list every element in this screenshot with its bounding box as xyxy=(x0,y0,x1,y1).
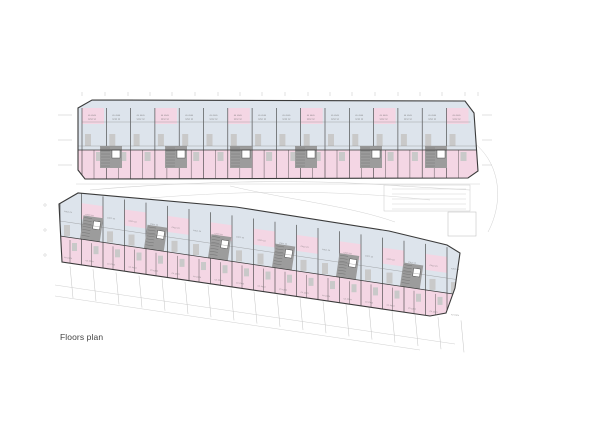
svg-text:▭▭ ▭: ▭▭ ▭ xyxy=(282,118,291,121)
core-lower xyxy=(271,243,296,271)
svg-text:▭ ▭▭: ▭ ▭▭ xyxy=(257,285,266,289)
core-lower xyxy=(79,215,104,243)
svg-text:▭ ▭▭: ▭ ▭▭ xyxy=(64,256,73,260)
svg-text:▭ ▭▭: ▭ ▭▭ xyxy=(137,114,146,117)
core-lower xyxy=(143,224,168,252)
svg-text:▭▭ ▭: ▭▭ ▭ xyxy=(428,118,437,121)
svg-text:▭▭ ▭: ▭▭ ▭ xyxy=(128,220,137,224)
upper-block-plan: ▭ ▭▭▭▭ ▭▭ ▭▭▭▭ ▭▭ ▭▭▭▭ ▭▭ ▭▭▭▭ ▭▭ ▭▭▭▭ ▭… xyxy=(77,99,479,180)
svg-text:▭▭ ▭: ▭▭ ▭ xyxy=(451,267,460,271)
svg-text:▭ ▭▭: ▭ ▭▭ xyxy=(429,310,438,314)
svg-text:▭▭ ▭: ▭▭ ▭ xyxy=(404,118,413,121)
svg-text:▭▭ ▭: ▭▭ ▭ xyxy=(234,118,243,121)
svg-text:▭▭ ▭: ▭▭ ▭ xyxy=(380,118,389,121)
svg-text:▭▭ ▭: ▭▭ ▭ xyxy=(307,118,316,121)
svg-text:▭▭ ▭: ▭▭ ▭ xyxy=(236,235,245,239)
svg-text:▭▭ ▭: ▭▭ ▭ xyxy=(185,118,194,121)
svg-text:▭▭ ▭: ▭▭ ▭ xyxy=(85,213,94,217)
svg-text:▭▭ ▭: ▭▭ ▭ xyxy=(429,264,438,268)
svg-text:▭▭ ▭: ▭▭ ▭ xyxy=(257,239,266,243)
svg-text:▭ ▭▭: ▭ ▭▭ xyxy=(300,291,309,295)
svg-text:▭▭ ▭: ▭▭ ▭ xyxy=(279,242,288,246)
svg-text:▭▭ ▭: ▭▭ ▭ xyxy=(112,118,121,121)
svg-text:▭ ▭▭: ▭ ▭▭ xyxy=(453,114,462,117)
svg-text:▭▭ ▭: ▭▭ ▭ xyxy=(64,210,73,214)
svg-text:▭ ▭▭: ▭ ▭▭ xyxy=(234,114,243,117)
svg-text:▭▭ ▭: ▭▭ ▭ xyxy=(355,118,364,121)
svg-text:▭ ▭▭: ▭ ▭▭ xyxy=(380,114,389,117)
svg-text:▭ ▭▭: ▭ ▭▭ xyxy=(322,294,331,298)
svg-text:▭ ▭▭: ▭ ▭▭ xyxy=(386,304,395,308)
svg-text:▭ ▭▭: ▭ ▭▭ xyxy=(428,114,437,117)
svg-text:▭▭ ▭: ▭▭ ▭ xyxy=(193,229,202,233)
svg-text:▭ ▭▭: ▭ ▭▭ xyxy=(343,297,352,301)
svg-text:▭▭ ▭: ▭▭ ▭ xyxy=(210,118,219,121)
svg-text:▭ ▭▭: ▭ ▭▭ xyxy=(112,114,121,117)
svg-text:▭ ▭▭: ▭ ▭▭ xyxy=(107,262,116,266)
svg-text:▭▭ ▭: ▭▭ ▭ xyxy=(322,248,331,252)
core-lower xyxy=(399,262,424,290)
plan-caption: Floors plan xyxy=(60,332,104,342)
svg-text:▭ ▭▭: ▭ ▭▭ xyxy=(185,114,194,117)
svg-text:▭▭ ▭: ▭▭ ▭ xyxy=(365,254,374,258)
svg-text:▭▭ ▭: ▭▭ ▭ xyxy=(386,258,395,262)
svg-text:▭▭ ▭: ▭▭ ▭ xyxy=(343,251,352,255)
svg-text:▭▭ ▭: ▭▭ ▭ xyxy=(107,216,116,220)
svg-text:▭▭ ▭: ▭▭ ▭ xyxy=(150,223,159,227)
core-lower xyxy=(207,234,232,261)
svg-text:▭▭ ▭: ▭▭ ▭ xyxy=(161,118,170,121)
svg-text:▭ ▭▭: ▭ ▭▭ xyxy=(258,114,267,117)
svg-text:▭▭ ▭: ▭▭ ▭ xyxy=(137,118,146,121)
svg-text:▭ ▭▭: ▭ ▭▭ xyxy=(210,114,219,117)
svg-text:▭ ▭▭: ▭ ▭▭ xyxy=(451,313,460,317)
structural-grid xyxy=(43,92,492,353)
svg-text:▭ ▭▭: ▭ ▭▭ xyxy=(150,269,159,273)
svg-text:▭ ▭▭: ▭ ▭▭ xyxy=(307,114,316,117)
svg-text:▭ ▭▭: ▭ ▭▭ xyxy=(404,114,413,117)
svg-text:▭ ▭▭: ▭ ▭▭ xyxy=(193,275,202,279)
svg-text:▭ ▭▭: ▭ ▭▭ xyxy=(365,300,374,304)
svg-text:▭ ▭▭: ▭ ▭▭ xyxy=(236,281,245,285)
svg-text:▭▭ ▭: ▭▭ ▭ xyxy=(300,245,309,249)
svg-text:▭ ▭▭: ▭ ▭▭ xyxy=(171,272,180,276)
svg-text:▭ ▭▭: ▭ ▭▭ xyxy=(282,114,291,117)
svg-text:▭ ▭▭: ▭ ▭▭ xyxy=(279,288,288,292)
svg-text:▭▭ ▭: ▭▭ ▭ xyxy=(258,118,267,121)
svg-text:▭▭ ▭: ▭▭ ▭ xyxy=(171,226,180,230)
svg-text:▭ ▭▭: ▭ ▭▭ xyxy=(85,259,94,263)
svg-text:▭ ▭▭: ▭ ▭▭ xyxy=(128,266,137,270)
svg-text:▭▭ ▭: ▭▭ ▭ xyxy=(331,118,340,121)
svg-text:▭▭ ▭: ▭▭ ▭ xyxy=(88,118,97,121)
svg-text:▭▭ ▭: ▭▭ ▭ xyxy=(408,261,417,265)
svg-text:▭ ▭▭: ▭ ▭▭ xyxy=(355,114,364,117)
core-lower xyxy=(335,253,360,280)
svg-text:▭ ▭▭: ▭ ▭▭ xyxy=(214,278,223,282)
svg-text:▭ ▭▭: ▭ ▭▭ xyxy=(331,114,340,117)
lower-block-plan: ▭▭ ▭ ▭ ▭▭ ▭▭ ▭ ▭ ▭▭ ▭▭ ▭ ▭ ▭▭ ▭▭ ▭ ▭ ▭▭ ▭▭ ▭ ▭ ▭▭… xyxy=(58,192,461,317)
site-lines xyxy=(89,139,498,237)
svg-text:▭ ▭▭: ▭ ▭▭ xyxy=(408,307,417,311)
svg-text:▭▭ ▭: ▭▭ ▭ xyxy=(214,232,223,236)
svg-text:▭▭ ▭: ▭▭ ▭ xyxy=(453,118,462,121)
svg-text:▭ ▭▭: ▭ ▭▭ xyxy=(161,114,170,117)
svg-text:▭ ▭▭: ▭ ▭▭ xyxy=(88,114,97,117)
